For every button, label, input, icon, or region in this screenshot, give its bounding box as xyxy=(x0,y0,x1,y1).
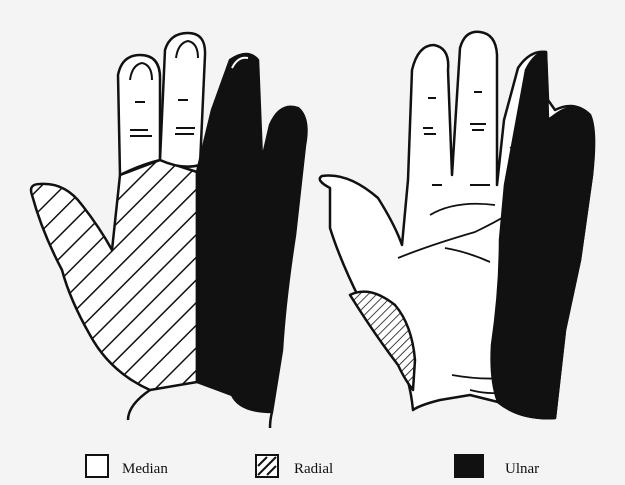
legend-label-median: Median xyxy=(122,461,168,477)
left-ulnar-region xyxy=(197,54,306,412)
legend-label-radial: Radial xyxy=(294,461,333,477)
legend-item-median: Median xyxy=(86,455,168,477)
legend-label-ulnar: Ulnar xyxy=(505,461,539,477)
legend: Median Radial Ulnar xyxy=(86,455,539,477)
legend-swatch-ulnar xyxy=(455,455,483,477)
left-hand-dorsal xyxy=(31,33,306,428)
right-hand-palmar xyxy=(320,32,594,418)
legend-item-ulnar: Ulnar xyxy=(455,455,539,477)
legend-swatch-median xyxy=(86,455,108,477)
left-radial-region xyxy=(31,160,197,390)
legend-item-radial: Radial xyxy=(256,455,333,477)
